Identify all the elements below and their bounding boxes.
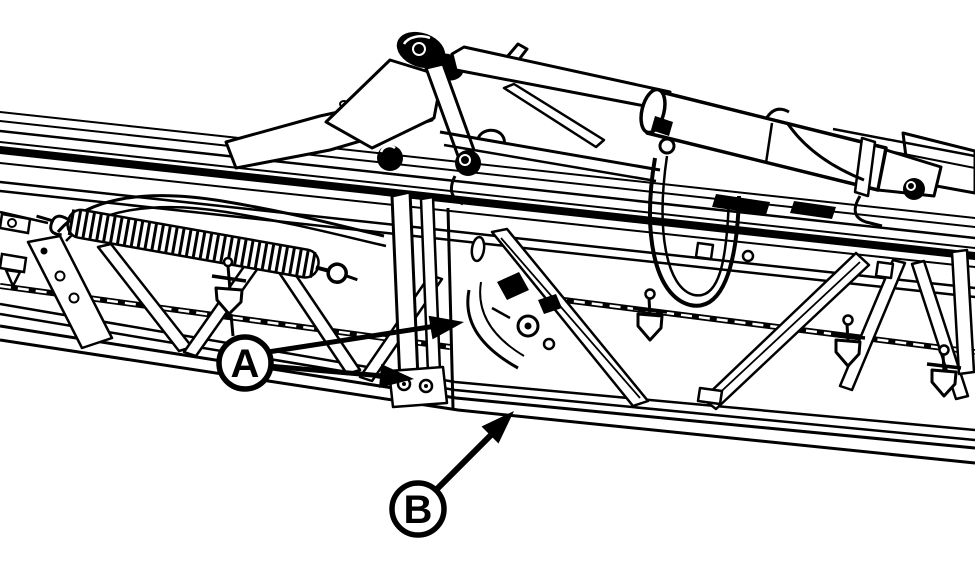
bottom-chord-tubes [0,302,975,465]
callout-b-arrow [434,429,497,492]
left-anchor-hardware [0,210,49,289]
tube-slots [712,194,836,219]
callout-a-circle [216,334,274,392]
hydraulic-hoses [648,123,865,308]
callout-a-arrow-1 [267,323,437,355]
cylinder-port [764,107,790,120]
cylinder-anchor-arm [450,45,672,112]
callout-b-circle [389,480,447,538]
callout-a-arrow-2 [267,363,385,379]
spray-nozzles-right [632,241,962,398]
spray-nozzle [830,314,866,368]
callout-b-label: B [404,488,433,532]
boom-chord-tubes [0,111,975,299]
callout-b: B [389,411,514,538]
cylinder-rod [876,148,943,198]
hydraulic-cylinder [639,87,975,228]
tension-spring [36,208,358,284]
spray-nozzle [926,344,962,398]
callout-a-label: A [231,342,260,386]
callout-a: A [216,315,464,392]
center-hinge-assembly [224,31,672,409]
truss-braces [26,227,975,411]
arm-pivot-hole [377,145,403,171]
cylinder-strap [853,136,877,198]
hose-fitting [651,116,673,136]
spray-nozzle-left [211,256,247,337]
spring-eye-ring [326,262,348,284]
spray-nozzle [632,288,668,342]
